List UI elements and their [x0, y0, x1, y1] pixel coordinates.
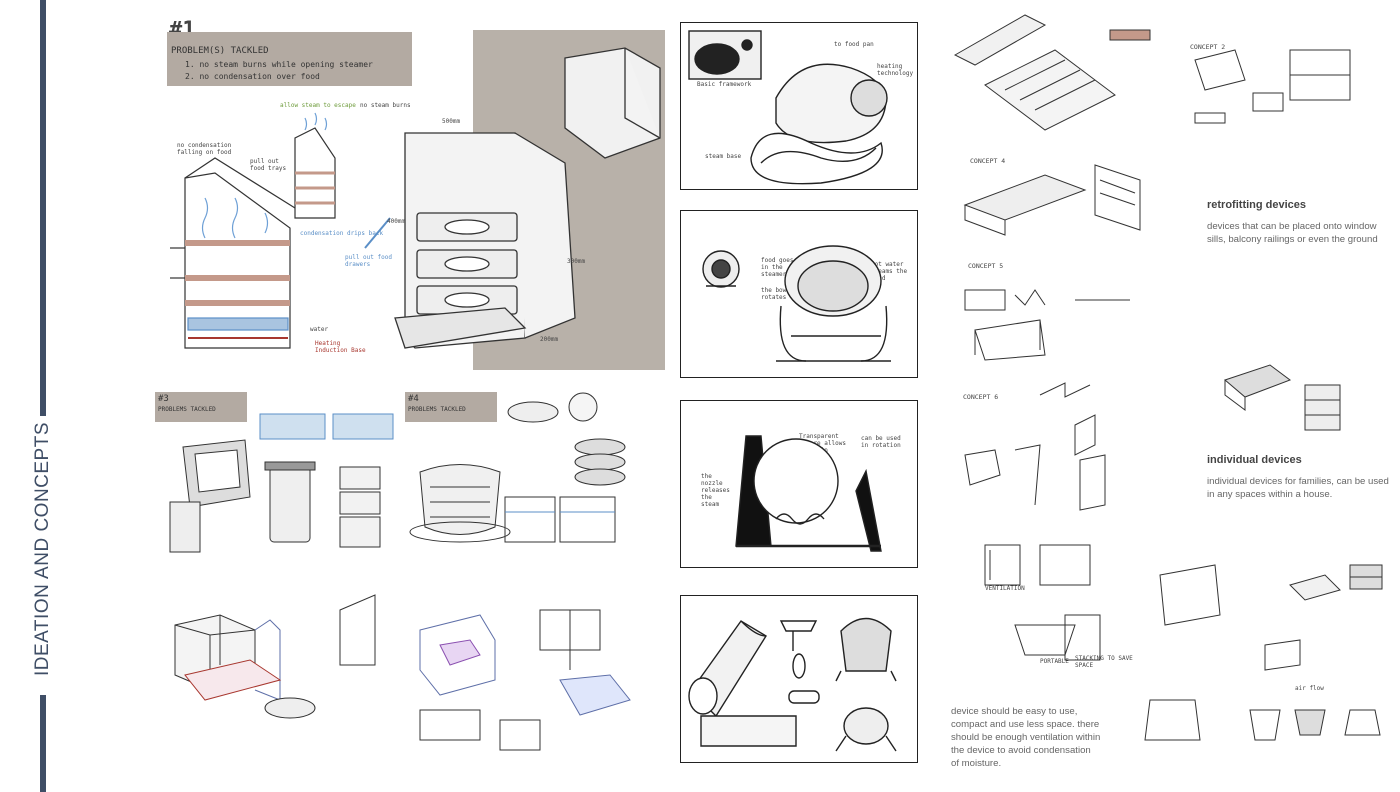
annotation-water: water	[310, 326, 329, 333]
dimension-depth: 200mm	[540, 336, 559, 343]
annotation-heating-base: Heating Induction Base	[315, 340, 366, 354]
right-column-sketches	[953, 14, 1383, 741]
concept-6-label: CONCEPT 6	[963, 393, 999, 401]
label-portable: PORTABLE	[1040, 658, 1069, 665]
frame-1-note-1: to food pan	[834, 41, 874, 48]
concept-4-panel: #4 PROBLEMS TACKLED	[405, 392, 660, 562]
problem-2: 2. no condensation over food	[185, 72, 320, 81]
concept-4-sketch	[409, 392, 626, 543]
annotation-condensation-drips: condensation drips back	[300, 230, 384, 237]
section-title: IDEATION AND CONCEPTS	[32, 421, 53, 676]
label-stacking: STACKING TO SAVE SPACE	[1075, 655, 1133, 669]
note-individual-title: individual devices	[1207, 454, 1302, 466]
dimension-width: 500mm	[442, 118, 461, 125]
concept-3-panel: #3 PROBLEMS TACKLED	[155, 392, 400, 562]
frame-1-note-3: steam base	[705, 153, 742, 160]
frame-2: food goes in the steamer the bowl rotate…	[680, 210, 918, 378]
concept-5-label: CONCEPT 5	[968, 262, 1004, 270]
note-retrofitting-title: retrofitting devices	[1207, 199, 1307, 211]
concept-3-label: #3	[158, 394, 169, 404]
dimension-height: 400mm	[387, 218, 406, 225]
frame-3-note-3: the nozzle releases the steam	[701, 473, 730, 508]
note-retrofitting-body: devices that can be placed onto window s…	[1207, 221, 1378, 245]
problem-heading: PROBLEM(S) TACKLED	[171, 46, 269, 56]
annotation-allow-steam: allow steam to escape	[280, 102, 356, 109]
spine-bar-bottom	[40, 695, 46, 792]
annotation-no-steam-burns: no steam burns	[360, 102, 411, 109]
frame-1-note-2: heating technology	[877, 63, 914, 77]
note-device: device should be easy to use, compact an…	[951, 705, 1101, 770]
main-sketch-panel: #1 PROBLEM(S) TACKLED 1. no steam burns …	[155, 18, 665, 373]
dimension-height-2: 300mm	[567, 258, 586, 265]
note-device-body: device should be easy to use, compact an…	[951, 706, 1101, 769]
frame-1: Basic framework to food pan heating tech…	[680, 22, 918, 190]
note-retrofitting: retrofitting devices devices that can be…	[1207, 199, 1395, 246]
label-air-flow: air flow	[1295, 685, 1324, 692]
frame-1-caption: Basic framework	[697, 81, 752, 88]
concept-3-sketch	[169, 413, 394, 553]
concept-4-heading: PROBLEMS TACKLED	[408, 406, 466, 413]
frame-4	[680, 595, 918, 763]
label-ventilation: VENTILATION	[985, 585, 1025, 592]
concept-2-label: CONCEPT 2	[1190, 43, 1226, 51]
frame-2-note-2: the bowl rotates	[761, 287, 790, 301]
annotation-pull-out-trays: pull out food trays	[250, 158, 287, 172]
spine-bar-top	[40, 0, 46, 416]
annotation-pull-out-drawers: pull out food drawers	[345, 254, 392, 268]
bottom-left-sketches	[174, 594, 631, 751]
note-individual: individual devices individual devices fo…	[1207, 454, 1395, 501]
frame-2-note-1: food goes in the steamer	[761, 257, 794, 278]
frame-3-note-2: can be used in rotation	[861, 435, 901, 449]
concept-3-heading: PROBLEMS TACKLED	[158, 406, 216, 413]
note-individual-body: individual devices for families, can be …	[1207, 476, 1389, 500]
concept-4-right-label: CONCEPT 4	[970, 157, 1006, 165]
concept-4-label: #4	[408, 394, 419, 404]
problem-1: 1. no steam burns while opening steamer	[185, 60, 373, 69]
cutaway-steamer-sketch	[170, 47, 661, 349]
frame-3: Transparent sphere allows steam in can b…	[680, 400, 918, 568]
annotation-no-condensation: no condensation falling on food	[177, 142, 232, 156]
